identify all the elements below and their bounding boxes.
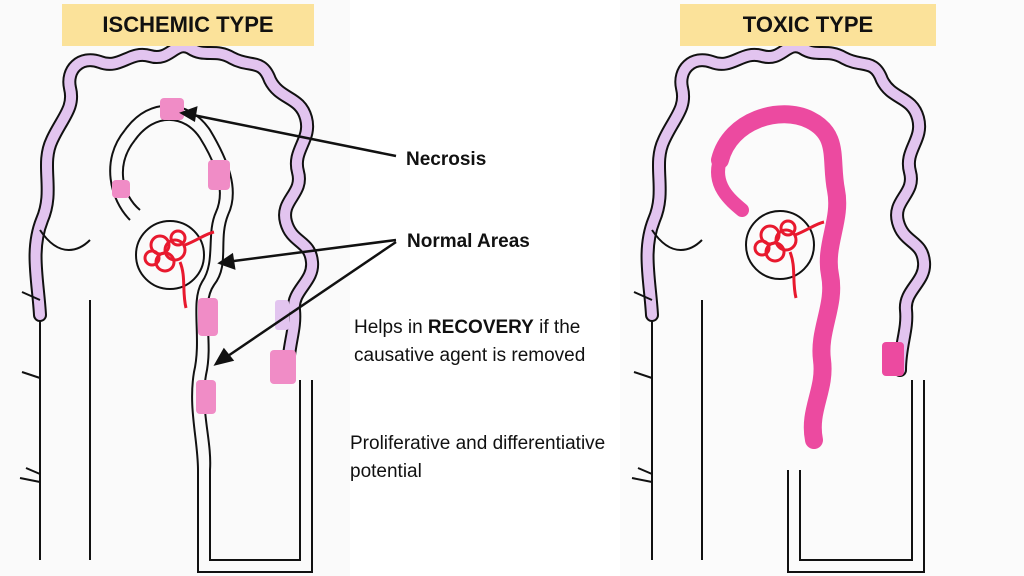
recovery-note-prefix: Helps in [354, 317, 428, 338]
recovery-note: Helps in RECOVERY if the causative agent… [354, 314, 624, 370]
recovery-note-suffix: if the causative agent is removed [354, 317, 586, 366]
normal-arrow-1 [225, 238, 397, 264]
ischemic-inner-tubule-2 [134, 118, 313, 573]
normal-arrowhead-2 [213, 347, 235, 366]
potential-note: Proliferative and differentiative potent… [350, 433, 606, 482]
ischemic-duct-ticks [19, 291, 41, 483]
ischemic-pct-loop [109, 129, 141, 221]
toxic-inner-tubule [787, 380, 925, 573]
necrosis-arrow [187, 112, 397, 158]
toxic-pct-loop [711, 153, 749, 217]
ischemic-outer-tubule-fill [30, 41, 318, 375]
recovery-note-bold: RECOVERY [427, 317, 534, 338]
toxic-type-title: TOXIC TYPE [680, 4, 936, 46]
ischemic-collecting-duct [39, 229, 91, 560]
normal-areas-label: Normal Areas [407, 231, 530, 252]
annotation-arrows [179, 106, 397, 366]
normal-arrow-2 [221, 240, 397, 362]
ischemic-necrosis-patches [112, 98, 296, 414]
toxic-outer-tubule [640, 39, 931, 377]
ischemic-type-title: ISCHEMIC TYPE [62, 4, 314, 46]
ischemic-outer-tubule [28, 39, 319, 377]
toxic-nephron [631, 39, 931, 573]
ischemic-nephron [19, 39, 319, 573]
toxic-outer-tubule-fill [642, 41, 930, 375]
toxic-bowman-capsule [745, 210, 815, 280]
ischemic-glomerulus [143, 229, 215, 309]
necrosis-label: Necrosis [406, 149, 487, 170]
toxic-necrosis-tubule [711, 105, 847, 449]
toxic-glomerulus [753, 219, 825, 299]
toxic-duct-ticks [631, 291, 653, 483]
necrosis-arrowhead [179, 106, 198, 122]
ischemic-bowman-capsule [135, 220, 205, 290]
normal-arrowhead-1 [217, 252, 236, 270]
toxic-collecting-duct [651, 229, 703, 560]
toxic-necrosis-patch [882, 342, 904, 376]
